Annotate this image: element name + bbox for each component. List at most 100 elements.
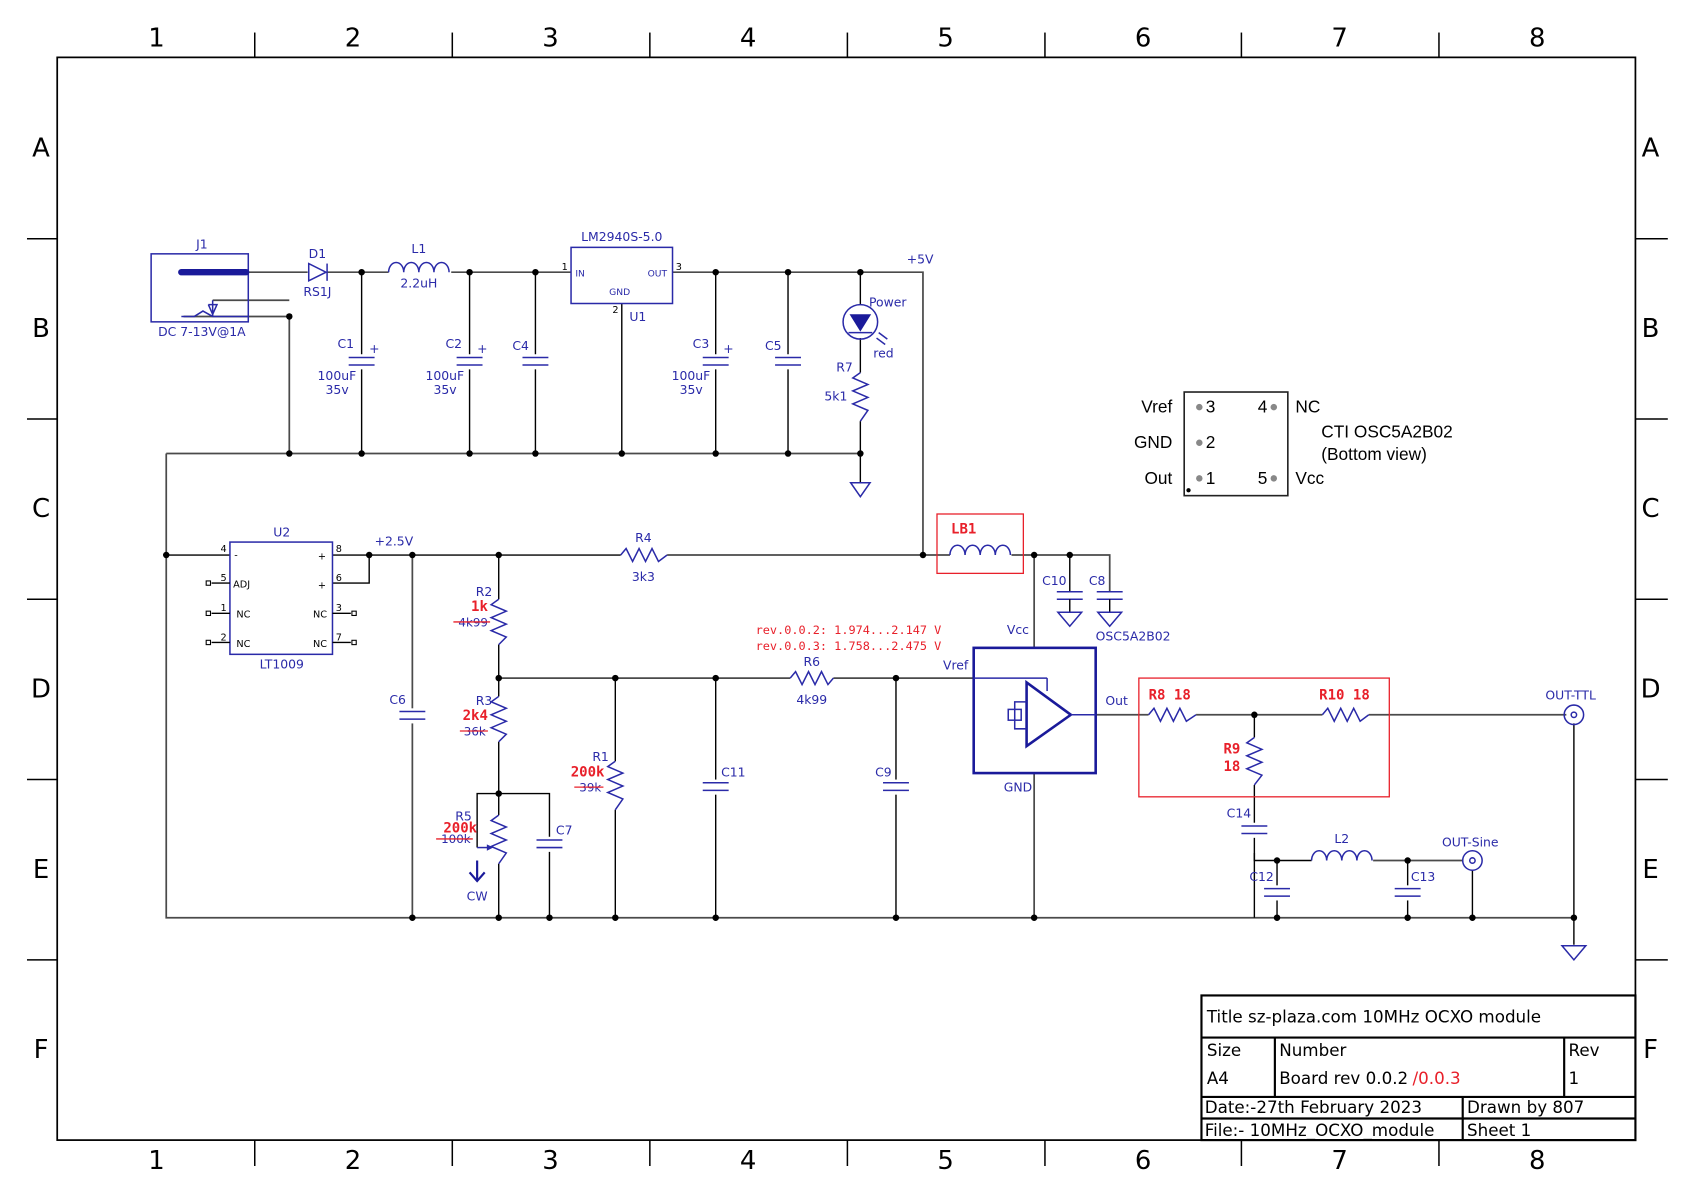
vref-note-rev003: rev.0.0.3: 1.758...2.475 V: [756, 639, 942, 653]
column-label: 5: [937, 24, 953, 54]
r5-potentiometer[interactable]: R5 200k 100k CW: [436, 809, 509, 904]
column-label: 4: [740, 24, 756, 54]
column-label: 8: [1529, 24, 1545, 54]
title-block-drawn-by: Drawn by 807: [1467, 1097, 1584, 1117]
ground-symbol: [1560, 945, 1588, 961]
osc-gnd-label: GND: [1004, 779, 1032, 794]
net-2v5-label: +2.5V: [375, 533, 414, 548]
c9-capacitor: C9: [875, 764, 911, 795]
ground-symbol: [849, 481, 872, 499]
r1-resistor: R1 200k 39k: [571, 749, 625, 811]
c10-ref: C10: [1042, 573, 1067, 588]
cw-arrow-icon: [468, 860, 486, 883]
r5-ref: R5: [455, 809, 472, 824]
column-label: 3: [542, 1146, 558, 1176]
u2-pin-name: NC: [313, 610, 327, 621]
u2-pin-num: 2: [221, 632, 227, 643]
c8-capacitor: C8: [1089, 573, 1124, 628]
r1-ref: R1: [592, 749, 609, 764]
osc-out-label: Out: [1105, 693, 1128, 708]
d1-ref: D1: [309, 246, 326, 261]
u2-pin-num: 6: [336, 573, 342, 584]
output-attenuator: R8 18 R10 18 R9 18: [1138, 677, 1390, 798]
r7-ref: R7: [836, 360, 853, 375]
title-block-number-label: Number: [1279, 1040, 1346, 1060]
c1-voltage: 35v: [326, 382, 349, 397]
u1-pin-num: 2: [612, 305, 618, 316]
out-ttl-connector[interactable]: OUT-TTL: [1545, 688, 1596, 726]
r2-new-value: 1k: [471, 599, 488, 615]
c3-value: 100uF: [672, 368, 711, 383]
title-block-number-old: Board rev 0.0.2: [1279, 1068, 1408, 1088]
c11-capacitor: C11: [701, 764, 746, 795]
title-block-number: Board rev 0.0.2/0.0.3: [1279, 1068, 1461, 1088]
r3-resistor: R3 2k4 36k: [459, 693, 509, 743]
out-sine-connector[interactable]: OUT-Sine: [1442, 834, 1499, 871]
d1-diode: D1 RS1J: [303, 246, 331, 299]
u2-pin-num: 5: [221, 573, 227, 584]
r9-value: 18: [1223, 759, 1240, 775]
u2-value: LT1009: [260, 656, 304, 671]
c14-capacitor: C14: [1227, 805, 1269, 838]
l1-ref: L1: [411, 241, 426, 256]
column-label: 6: [1135, 24, 1151, 54]
r10-label: R10 18: [1319, 688, 1370, 704]
c1-capacitor: + C1 100uF 35v: [318, 336, 380, 397]
column-label: 2: [345, 1146, 361, 1176]
pinout-left-label: GND: [1134, 432, 1172, 452]
wires: [165, 271, 1575, 945]
c5-ref: C5: [765, 338, 782, 353]
c1-value: 100uF: [318, 368, 357, 383]
junctions: [163, 268, 1578, 921]
net-5v-label: +5V: [907, 252, 934, 267]
column-label: 4: [740, 1146, 756, 1176]
column-label: 5: [937, 1146, 953, 1176]
column-label: 1: [148, 1146, 164, 1176]
lb1-ferrite-bead: LB1: [936, 513, 1025, 575]
svg-text:+: +: [369, 341, 379, 356]
pinout-pin-number: 1: [1206, 468, 1216, 488]
title-block-size: A4: [1207, 1068, 1229, 1088]
column-label: 8: [1529, 1146, 1545, 1176]
r4-ref: R4: [635, 530, 652, 545]
j1-dc-jack: J1 DC 7-13V@1A: [150, 236, 250, 339]
u2-pin-name: -: [234, 550, 238, 561]
row-label: C: [32, 494, 50, 524]
u1-ref: U1: [629, 309, 646, 324]
r7-value: 5k1: [824, 389, 847, 404]
u1-regulator: LM2940S-5.0 1 IN OUT 3 GND 2 U1: [562, 229, 682, 324]
row-label: E: [1642, 855, 1658, 885]
c2-value: 100uF: [425, 368, 464, 383]
pinout-left-label: Out: [1144, 468, 1172, 488]
sheet-frame: 1 2 3 4 5 6 7 8 1 2 3 4 5 6 7 8 A B C D …: [26, 24, 1668, 1176]
u2-pin-name: +: [318, 580, 326, 591]
r3-ref: R3: [476, 693, 493, 708]
osc-vcc-label: Vcc: [1007, 622, 1029, 637]
r4-resistor: R4 3k3: [620, 530, 668, 584]
r6-ref: R6: [804, 654, 821, 669]
c11-ref: C11: [721, 764, 745, 779]
row-label: B: [1642, 314, 1660, 344]
title-block-file: File:- 10MHz_OCXO_module: [1205, 1120, 1435, 1141]
r4-value: 3k3: [632, 569, 655, 584]
c7-capacitor: C7: [535, 823, 572, 852]
column-label: 7: [1331, 24, 1347, 54]
column-label: 2: [345, 24, 361, 54]
u2-pin-num: 1: [221, 603, 227, 614]
column-label: 7: [1331, 1146, 1347, 1176]
row-label: F: [1643, 1035, 1658, 1065]
c14-ref: C14: [1227, 805, 1252, 820]
r2-resistor: R2 1k 4k99: [453, 584, 509, 646]
lb1-ref: LB1: [951, 521, 976, 537]
row-label: D: [31, 675, 51, 705]
title-block-rev-label: Rev: [1568, 1040, 1599, 1060]
u2-pin-num: 7: [336, 632, 342, 643]
power-led: Power red: [842, 295, 907, 360]
row-label: A: [32, 134, 50, 164]
r5-direction: CW: [467, 888, 488, 903]
pinout-pin-number: 5: [1258, 468, 1268, 488]
led-label: Power: [869, 295, 907, 310]
r2-ref: R2: [476, 584, 493, 599]
c6-ref: C6: [389, 692, 406, 707]
